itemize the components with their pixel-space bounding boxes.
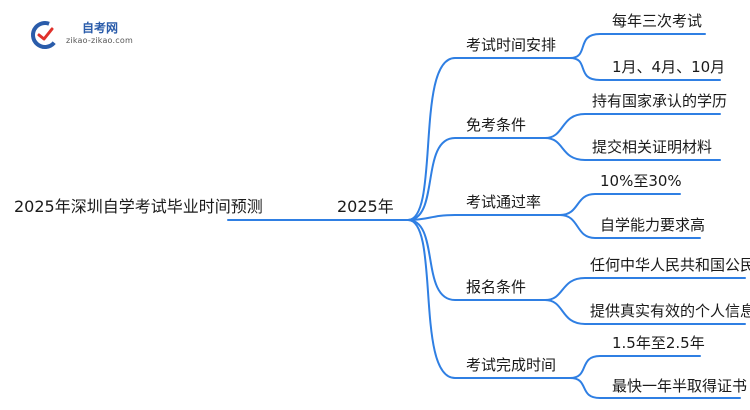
site-logo[interactable]: 自考网 zikao-zikao.com	[30, 14, 150, 54]
logo-url: zikao-zikao.com	[66, 36, 133, 45]
leaf-b1-1: 每年三次考试	[612, 12, 703, 30]
edge-b4-l1	[544, 277, 746, 301]
leaf-b4-2: 提供真实有效的个人信息	[590, 302, 750, 320]
mindmap-root: 2025年深圳自学考试毕业时间预测	[14, 197, 263, 216]
edge-center-b3	[407, 214, 561, 221]
branch-label-completion-time: 考试完成时间	[466, 356, 557, 374]
edge-b5-l1	[569, 355, 701, 379]
edge-center-b1	[407, 57, 571, 221]
edge-b3-l2	[559, 214, 701, 239]
edge-b3-l1	[559, 193, 681, 216]
leaf-b3-2: 自学能力要求高	[600, 216, 706, 234]
leaf-b5-1: 1.5年至2.5年	[612, 334, 705, 352]
branch-label-registration: 报名条件	[466, 278, 527, 296]
leaf-b4-1: 任何中华人民共和国公民	[590, 256, 750, 274]
edge-b2-l1	[544, 113, 721, 139]
logo-title: 自考网	[82, 21, 119, 35]
edge-b5-l2	[569, 377, 741, 399]
edge-b1-l2	[569, 57, 721, 81]
leaf-b2-2: 提交相关证明材料	[592, 138, 713, 156]
edge-center-b5	[407, 219, 571, 379]
branch-label-pass-rate: 考试通过率	[466, 193, 542, 211]
edge-b2-l2	[544, 137, 721, 161]
edge-center-b2	[407, 137, 546, 221]
leaf-b1-2: 1月、4月、10月	[612, 58, 726, 76]
mindmap-center: 2025年	[337, 197, 394, 216]
logo-mark-icon	[31, 21, 59, 49]
leaf-b3-1: 10%至30%	[600, 172, 682, 190]
leaf-b5-2: 最快一年半取得证书	[612, 377, 748, 395]
edge-b1-l1	[569, 33, 706, 59]
leaf-b2-1: 持有国家承认的学历	[592, 92, 728, 110]
branch-label-exam-schedule: 考试时间安排	[466, 36, 557, 54]
edge-center-b4	[407, 219, 546, 301]
edge-b4-l2	[544, 299, 746, 325]
branch-label-exemption: 免考条件	[466, 116, 527, 134]
